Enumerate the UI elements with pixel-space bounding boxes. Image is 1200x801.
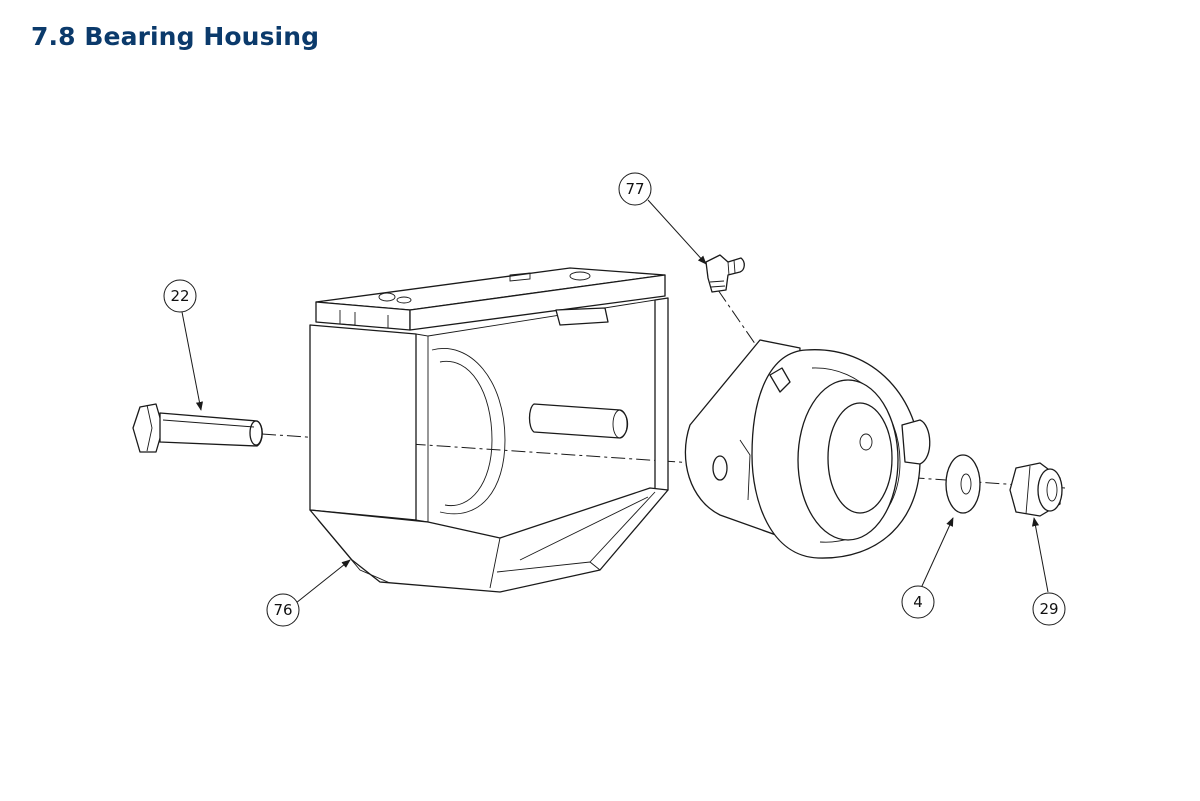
callout-4-label: 4 xyxy=(913,593,923,611)
page-title: 7.8 Bearing Housing xyxy=(31,22,320,51)
callout-29: 29 xyxy=(1032,592,1066,626)
leader-4 xyxy=(921,517,954,587)
callout-76-label: 76 xyxy=(273,601,292,619)
callout-77-label: 77 xyxy=(625,180,644,198)
washer-part xyxy=(945,454,981,514)
callout-76: 76 xyxy=(266,593,300,627)
leader-29 xyxy=(1031,517,1049,593)
leader-76 xyxy=(295,559,351,604)
hex-bolt-part xyxy=(132,403,263,453)
callout-77: 77 xyxy=(618,172,652,206)
bearing-housing-part xyxy=(309,267,669,593)
callout-22: 22 xyxy=(163,279,197,313)
callout-29-label: 29 xyxy=(1039,600,1058,618)
flange-bearing-unit xyxy=(684,339,931,559)
grease-nipple-part xyxy=(705,254,745,293)
leader-22 xyxy=(181,311,203,411)
lock-nut-part xyxy=(1009,462,1063,517)
callout-4: 4 xyxy=(901,585,935,619)
leader-77 xyxy=(647,199,707,265)
callout-22-label: 22 xyxy=(170,287,189,305)
